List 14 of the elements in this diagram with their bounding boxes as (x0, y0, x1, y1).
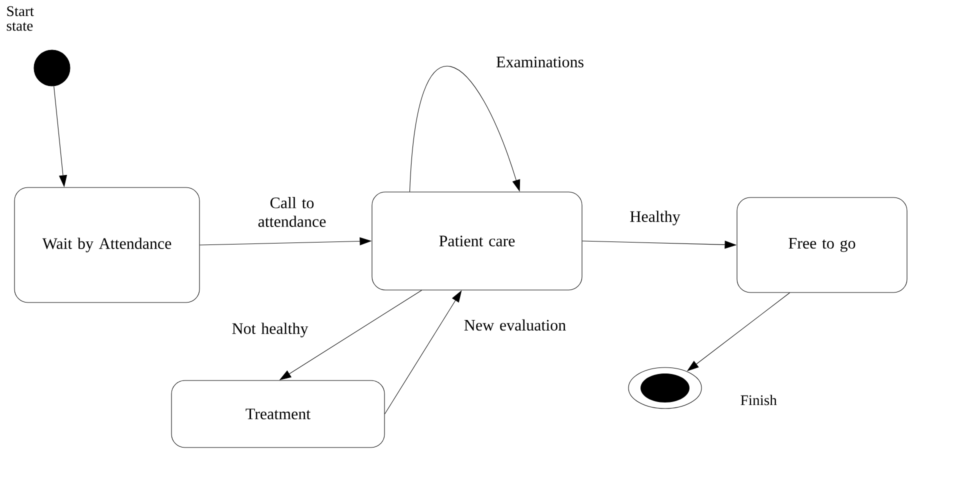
edge-label: Examinations (496, 56, 584, 68)
edge-label: Call to attendance (258, 197, 326, 227)
start-circle (34, 50, 70, 86)
state-box: Free to go (736, 197, 908, 293)
state-label: Start state (6, 6, 34, 31)
state-label: Finish (740, 394, 777, 406)
state-box: Wait by Attendance (14, 187, 200, 303)
state-box: Patient care (372, 192, 582, 290)
state-box: Treatment (171, 380, 385, 448)
edge-label: New evaluation (464, 319, 566, 331)
end-circle (628, 367, 702, 409)
edge-label: Not healthy (232, 322, 308, 338)
edge-label: Healthy (630, 210, 680, 226)
arrow (409, 66, 520, 192)
